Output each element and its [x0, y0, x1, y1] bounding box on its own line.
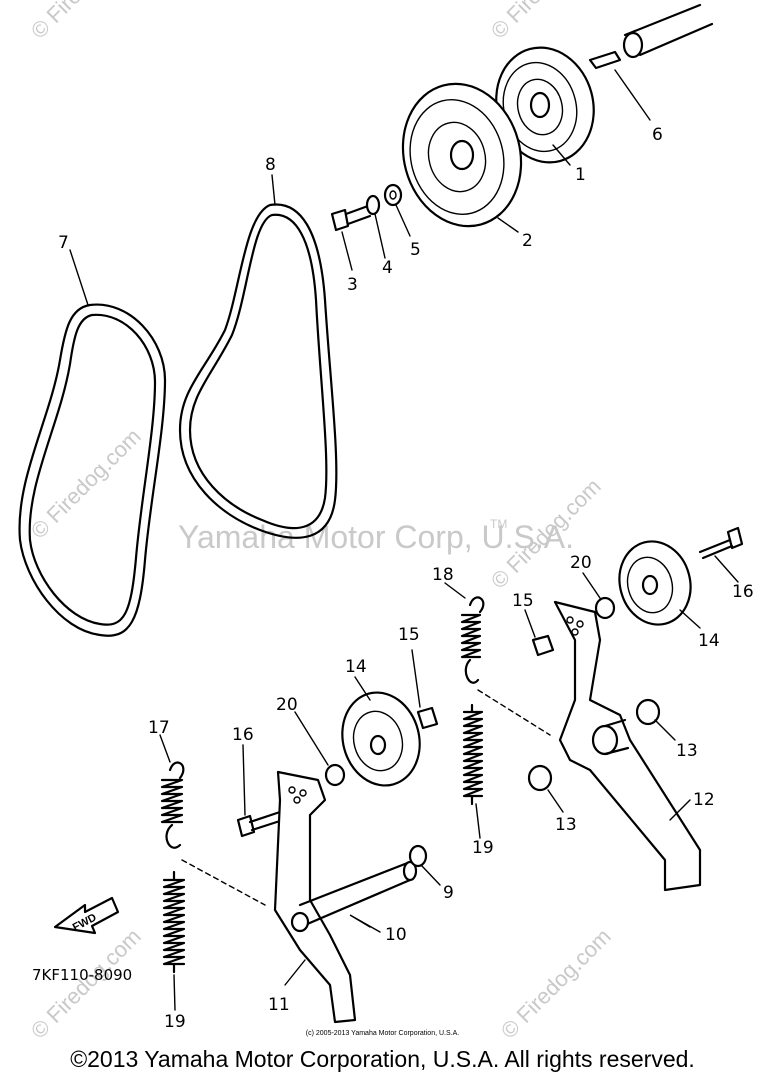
belt-part-8	[178, 203, 338, 539]
callout-6: 6	[652, 125, 663, 145]
callout-20a: 20	[570, 553, 592, 573]
callout-19b: 19	[164, 1012, 186, 1032]
callout-14a: 14	[698, 631, 720, 651]
callout-10: 10	[385, 925, 407, 945]
right-idler-assembly	[460, 526, 744, 892]
fwd-arrow: FWD	[53, 896, 120, 935]
small-copyright: (c) 2005-2013 Yamaha Motor Corporation, …	[305, 1030, 460, 1037]
pulley-part-2	[401, 82, 523, 228]
callout-18: 18	[432, 565, 454, 585]
callout-5: 5	[410, 240, 421, 260]
callout-13b: 13	[555, 815, 577, 835]
diagram-code: 7KF110-8090	[32, 966, 132, 984]
watermark-site-3: © Firedog.com	[26, 0, 146, 44]
callout-12: 12	[693, 790, 715, 810]
callout-15a: 15	[512, 591, 534, 611]
callout-9: 9	[443, 883, 454, 903]
watermark-site-6: © Firedog.com	[496, 924, 616, 1044]
watermark-site-1: © Firedog.com	[26, 424, 146, 544]
bolt-washers	[330, 183, 403, 232]
callout-14b: 14	[345, 657, 367, 677]
belt-part-7	[18, 303, 167, 637]
callout-8: 8	[265, 155, 276, 175]
watermark-tm: TM	[490, 517, 507, 531]
callout-1: 1	[575, 165, 586, 185]
callout-16a: 16	[732, 582, 754, 602]
left-idler-assembly	[160, 691, 439, 1024]
callout-3: 3	[347, 275, 358, 295]
callout-labels: 1 2 3 4 5 6 7 8 9 10 11 12 13 13 14 14 1…	[58, 125, 754, 1032]
callout-13a: 13	[676, 741, 698, 761]
shaft-and-key	[588, 3, 714, 70]
watermark-brand: Yamaha Motor Corp, U.S.A.	[178, 519, 574, 555]
callout-17: 17	[148, 718, 170, 738]
callout-7: 7	[58, 233, 69, 253]
callout-4: 4	[382, 258, 393, 278]
callout-15b: 15	[398, 625, 420, 645]
watermark-site-4: © Firedog.com	[486, 0, 606, 44]
callout-19a: 19	[472, 838, 494, 858]
callout-2: 2	[522, 231, 533, 251]
leader-lines	[69, 69, 739, 1011]
callout-11: 11	[268, 995, 290, 1015]
callout-20b: 20	[276, 695, 298, 715]
copyright-notice: ©2013 Yamaha Motor Corporation, U.S.A. A…	[70, 1046, 695, 1072]
callout-16b: 16	[232, 725, 254, 745]
